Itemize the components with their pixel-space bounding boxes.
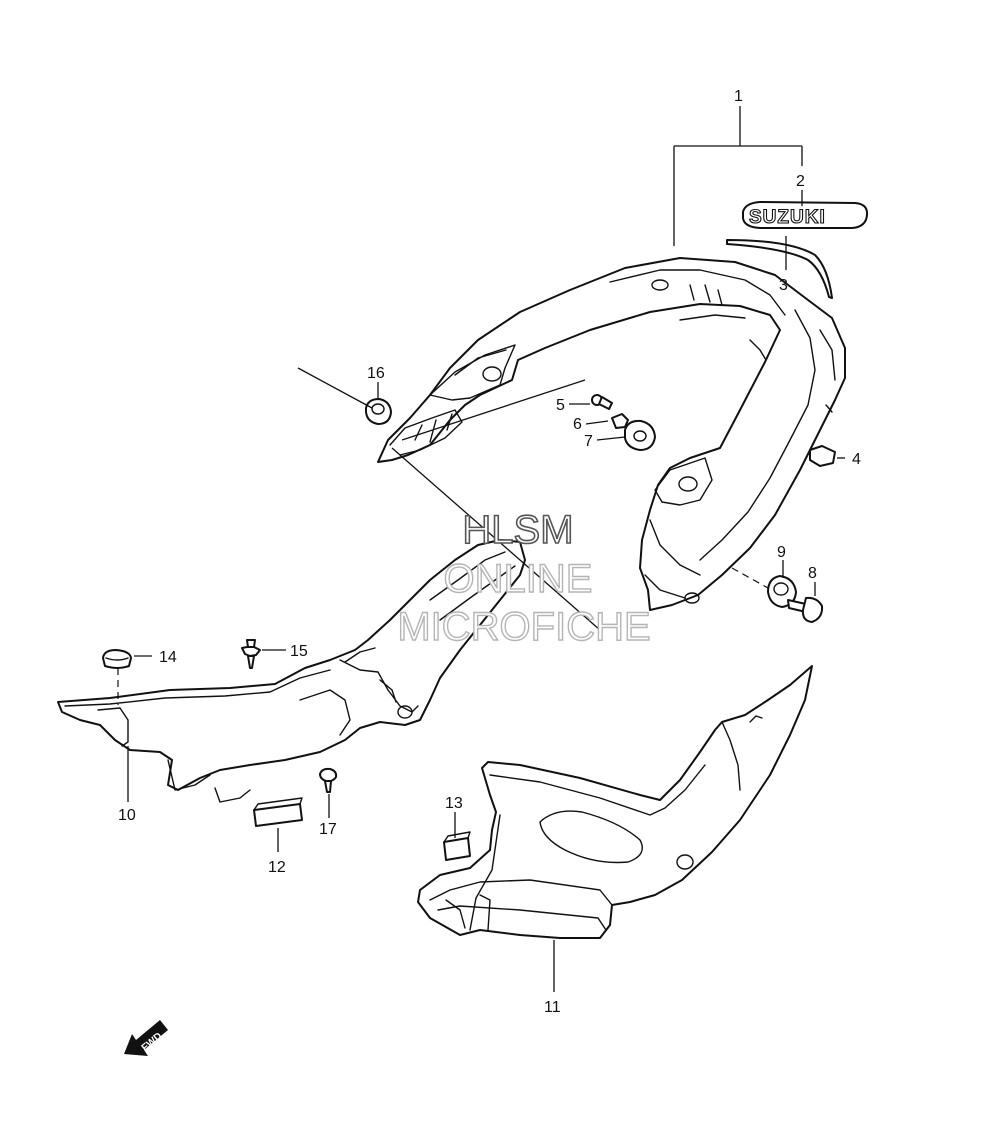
trim-stripe[interactable] xyxy=(726,239,833,299)
cushion-pad-12[interactable] xyxy=(253,803,303,827)
collar[interactable] xyxy=(611,413,629,429)
callout-3: 3 xyxy=(779,277,788,294)
callout-6: 6 xyxy=(573,416,582,433)
watermark: HLSM ONLINE MICROFICHE xyxy=(397,507,652,650)
leader-lines xyxy=(117,106,845,992)
callout-7: 7 xyxy=(584,433,593,450)
callout-14: 14 xyxy=(159,649,177,666)
clip-nut[interactable] xyxy=(809,445,836,467)
mounting-bolt[interactable] xyxy=(787,596,824,623)
callout-13: 13 xyxy=(445,795,463,812)
forward-direction-arrow: FWD xyxy=(124,1020,168,1056)
callout-16: 16 xyxy=(367,365,385,382)
rubber-cushion[interactable] xyxy=(624,419,656,451)
callout-4: 4 xyxy=(852,451,861,468)
callout-17: 17 xyxy=(319,821,337,838)
emblem-text: SUZUKI xyxy=(749,207,826,228)
watermark-line-2: ONLINE xyxy=(444,557,593,601)
callout-10: 10 xyxy=(118,807,136,824)
callout-15: 15 xyxy=(290,643,308,660)
callout-11: 11 xyxy=(544,999,561,1016)
callout-9: 9 xyxy=(777,544,786,561)
callout-5: 5 xyxy=(556,397,565,414)
cushion-pad-13[interactable] xyxy=(443,837,471,861)
bolt-axis-line xyxy=(731,567,769,589)
frame-cover-grommet[interactable] xyxy=(102,649,132,669)
callout-2: 2 xyxy=(796,173,805,190)
watermark-line-3: MICROFICHE xyxy=(397,605,650,649)
tapping-screw[interactable] xyxy=(319,767,338,793)
callout-12: 12 xyxy=(268,859,286,876)
callout-8: 8 xyxy=(808,565,817,582)
watermark-line-1: HLSM xyxy=(462,508,573,552)
seat-cushion-rubber[interactable] xyxy=(365,398,392,425)
callout-labels: 1 2 3 4 5 6 7 8 9 10 11 12 13 14 15 16 1… xyxy=(118,88,861,1016)
suzuki-emblem[interactable]: SUZUKI xyxy=(742,201,869,229)
push-rivet-clip[interactable] xyxy=(241,639,261,669)
seat-tail-cowl[interactable] xyxy=(377,257,846,611)
mounting-screw[interactable] xyxy=(591,394,613,410)
lower-side-cover[interactable] xyxy=(417,665,813,939)
frame-cover-left[interactable] xyxy=(57,539,526,803)
callout-1: 1 xyxy=(734,88,743,105)
